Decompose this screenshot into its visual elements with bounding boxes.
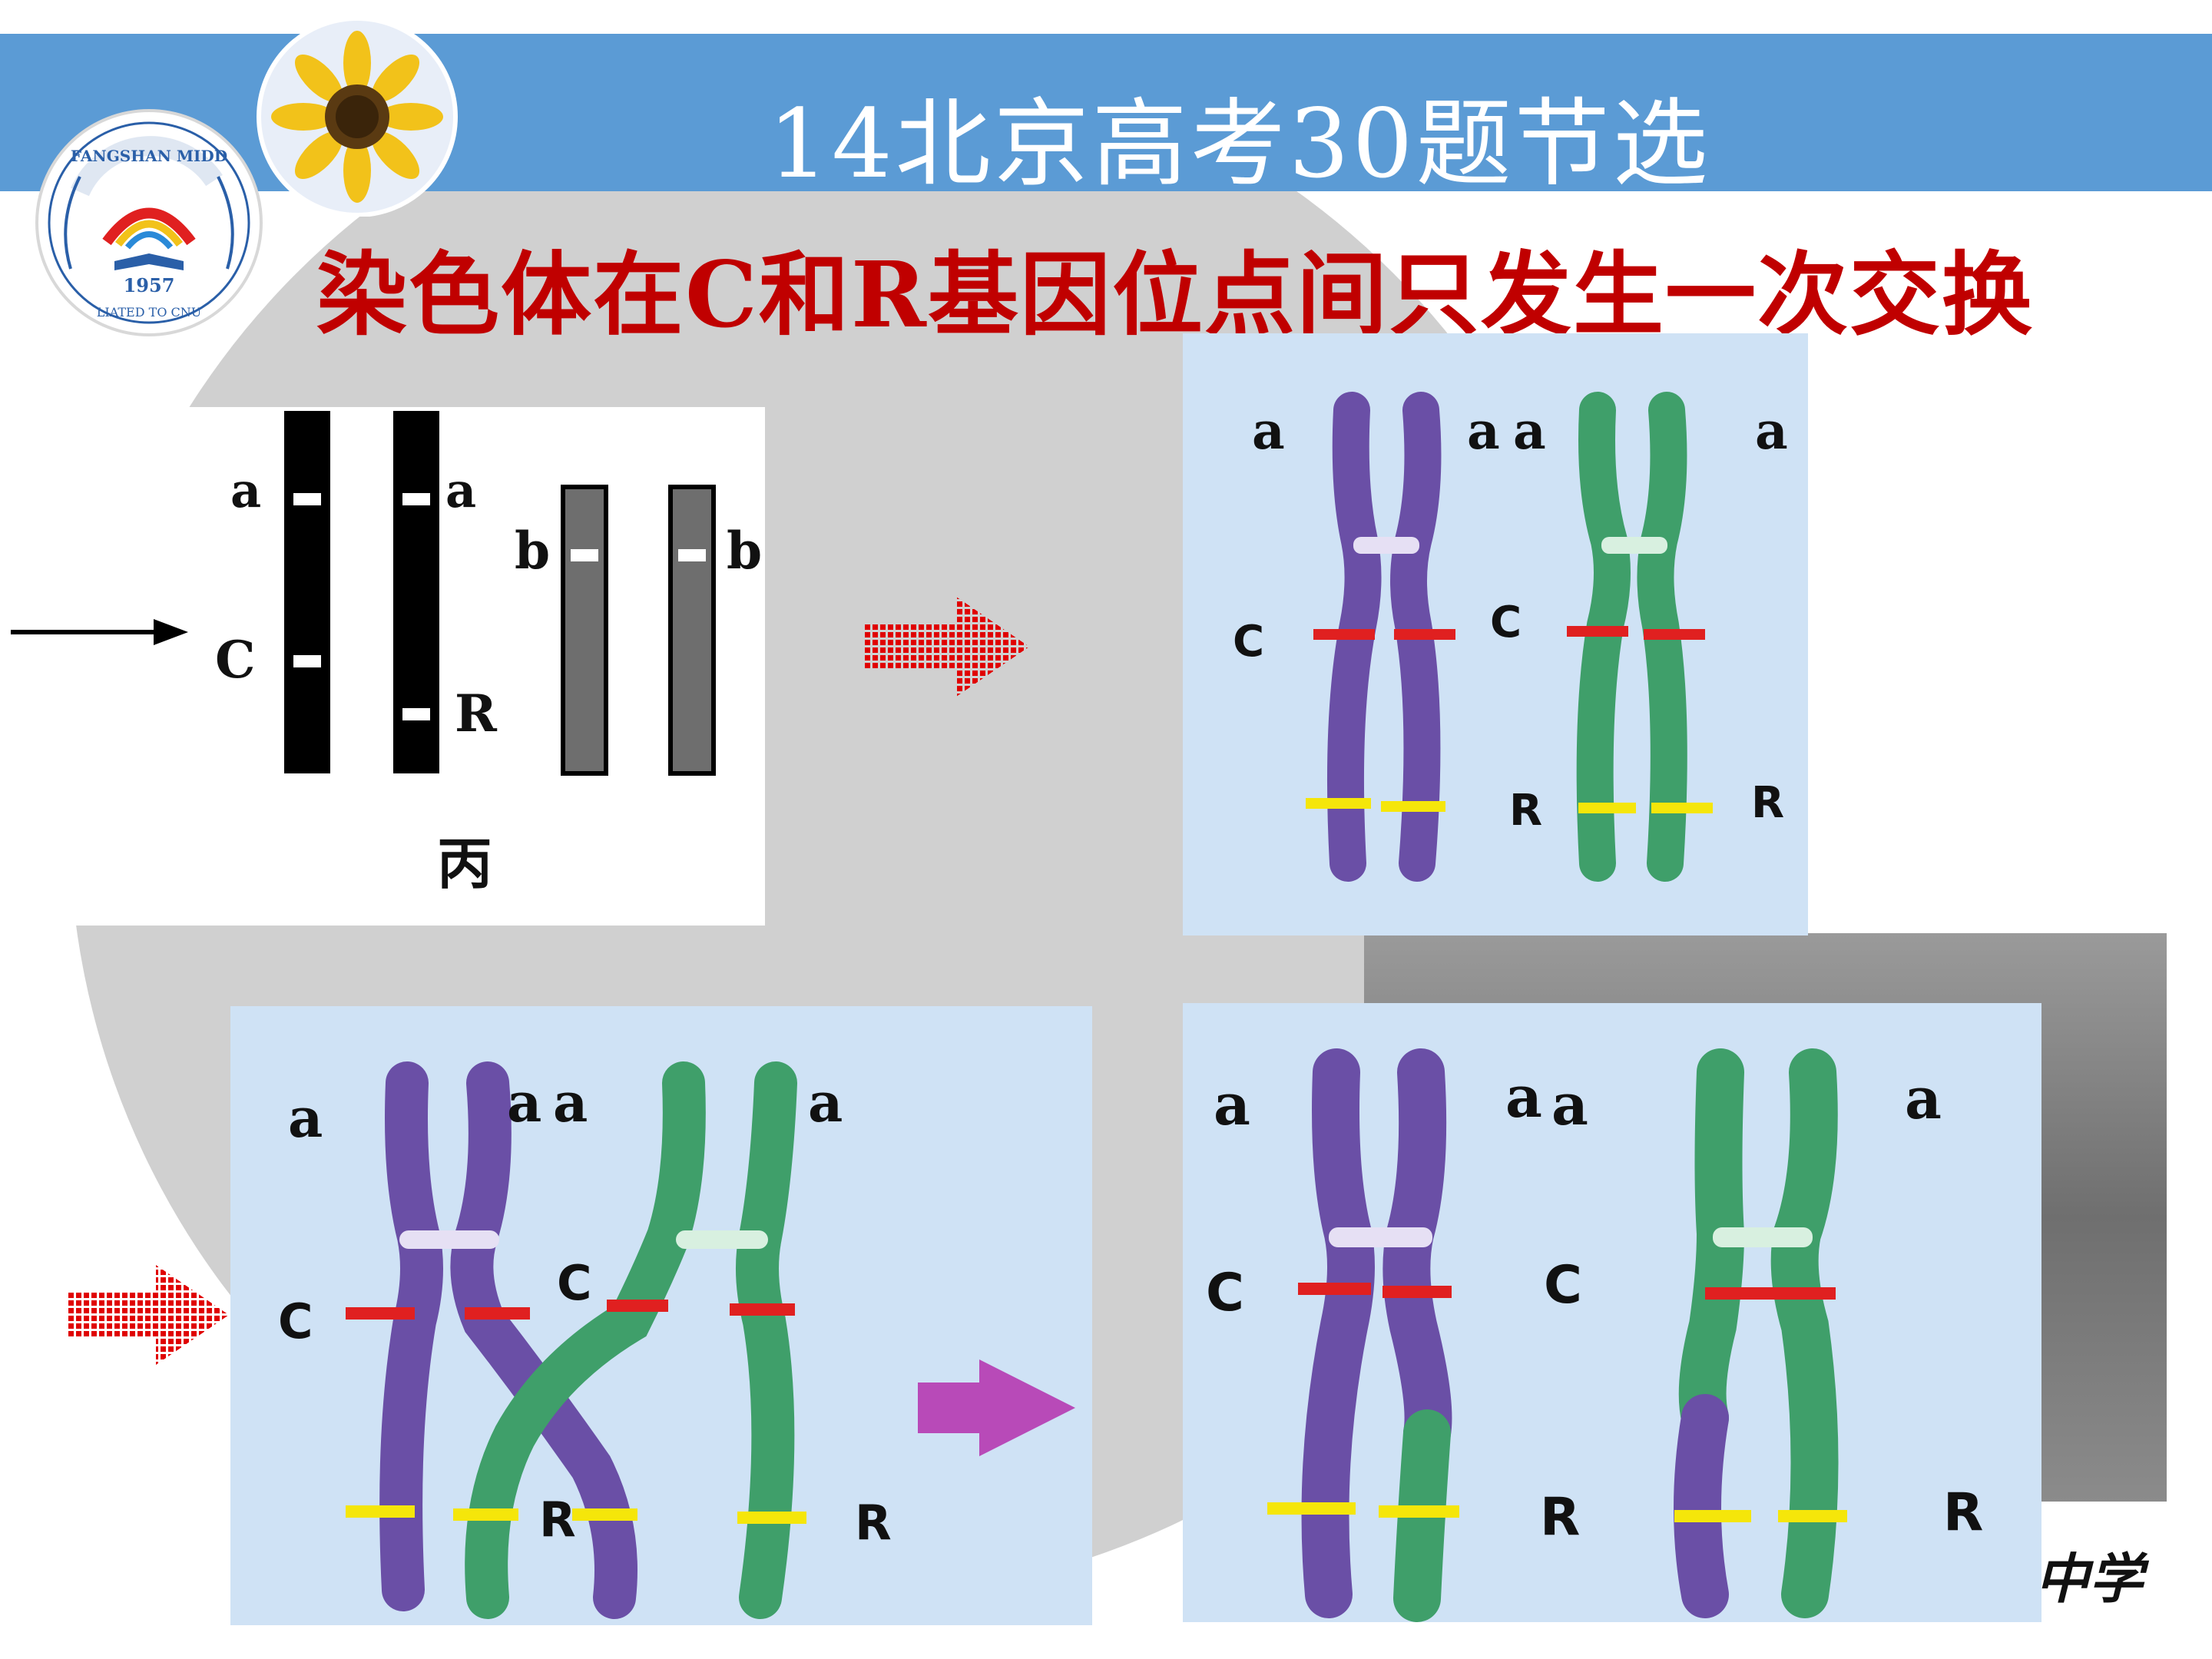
gene-mark-r <box>402 708 430 720</box>
logo-year: 1957 <box>124 274 175 296</box>
label-c: C <box>215 630 256 690</box>
gene-mark-b2 <box>678 549 706 561</box>
label-a1: a <box>1252 401 1285 461</box>
gene-mark-c <box>293 655 321 667</box>
label-b1: b <box>515 521 550 581</box>
label-r1: R <box>1540 1487 1580 1548</box>
label-r2: R <box>1751 778 1784 828</box>
label-c2: C <box>1544 1255 1582 1316</box>
chromosome-panel-2: a a a a C C R R <box>230 1006 1092 1625</box>
label-a1: a <box>230 462 261 518</box>
logo-text-bottom: LIATED TO CNU <box>97 305 202 320</box>
diagram-bing: a a C R b b 丙 <box>11 411 762 896</box>
chromosome-bar-1 <box>284 411 330 773</box>
magenta-arrow-icon <box>918 1359 1075 1456</box>
label-a2: a <box>507 1071 541 1134</box>
label-a4: a <box>1905 1066 1942 1132</box>
label-r2: R <box>1943 1482 1983 1543</box>
label-a3: a <box>553 1071 588 1134</box>
label-a2: a <box>445 462 476 518</box>
label-a4: a <box>808 1071 843 1134</box>
label-r1: R <box>539 1492 576 1548</box>
dotted-arrow-icon <box>68 1265 229 1365</box>
label-a1: a <box>288 1086 323 1150</box>
chromosome-pair-diagram-2: a a a a C C R R <box>278 1061 1075 1619</box>
label-a2: a <box>1467 401 1500 461</box>
diagram-bing-panel: a a C R b b 丙 <box>0 407 765 926</box>
label-a4: a <box>1755 401 1788 461</box>
school-logo: FANGSHAN MIDD 1957 LIATED TO CNU <box>35 109 263 336</box>
chromosome-pair-diagram-1: a a a a C C R R <box>1233 392 1788 882</box>
chromosome-bar-4 <box>668 485 716 776</box>
page-subtitle: 染色体在C和R基因位点间只发生一次交换 <box>316 241 2034 348</box>
label-c2: C <box>557 1255 592 1311</box>
logo-text-top: FANGSHAN MIDD <box>71 147 227 165</box>
school-name-fragment: 中学 <box>2035 1547 2143 1611</box>
gene-mark-b1 <box>571 549 598 561</box>
chromosome-panel-1: a a a a C C R R <box>1183 333 1808 935</box>
chromosome-panel-3: a a a a C C R R <box>1183 1003 2041 1622</box>
pointer-arrow-icon <box>11 619 188 645</box>
label-a3: a <box>1551 1072 1588 1138</box>
label-b2: b <box>727 521 762 581</box>
label-c1: C <box>278 1293 313 1349</box>
chromosome-bar-3 <box>561 485 608 776</box>
gene-mark-a2 <box>402 493 430 505</box>
page-title: 14北京高考30题节选 <box>768 89 1711 200</box>
chromosome-pair-diagram-3: a a a a C C R R <box>1206 1048 1983 1622</box>
label-r: R <box>455 684 498 743</box>
label-a3: a <box>1513 401 1546 461</box>
label-c1: C <box>1233 617 1264 667</box>
label-r1: R <box>1509 786 1542 836</box>
sunflower-icon <box>257 17 458 217</box>
label-c2: C <box>1490 598 1522 647</box>
label-c1: C <box>1206 1263 1244 1323</box>
label-a1: a <box>1214 1072 1250 1138</box>
gene-mark-a1 <box>293 493 321 505</box>
diagram-caption: 丙 <box>437 831 492 896</box>
label-r2: R <box>855 1495 892 1551</box>
label-a2: a <box>1505 1065 1542 1131</box>
dotted-arrow-icon <box>864 597 1029 697</box>
